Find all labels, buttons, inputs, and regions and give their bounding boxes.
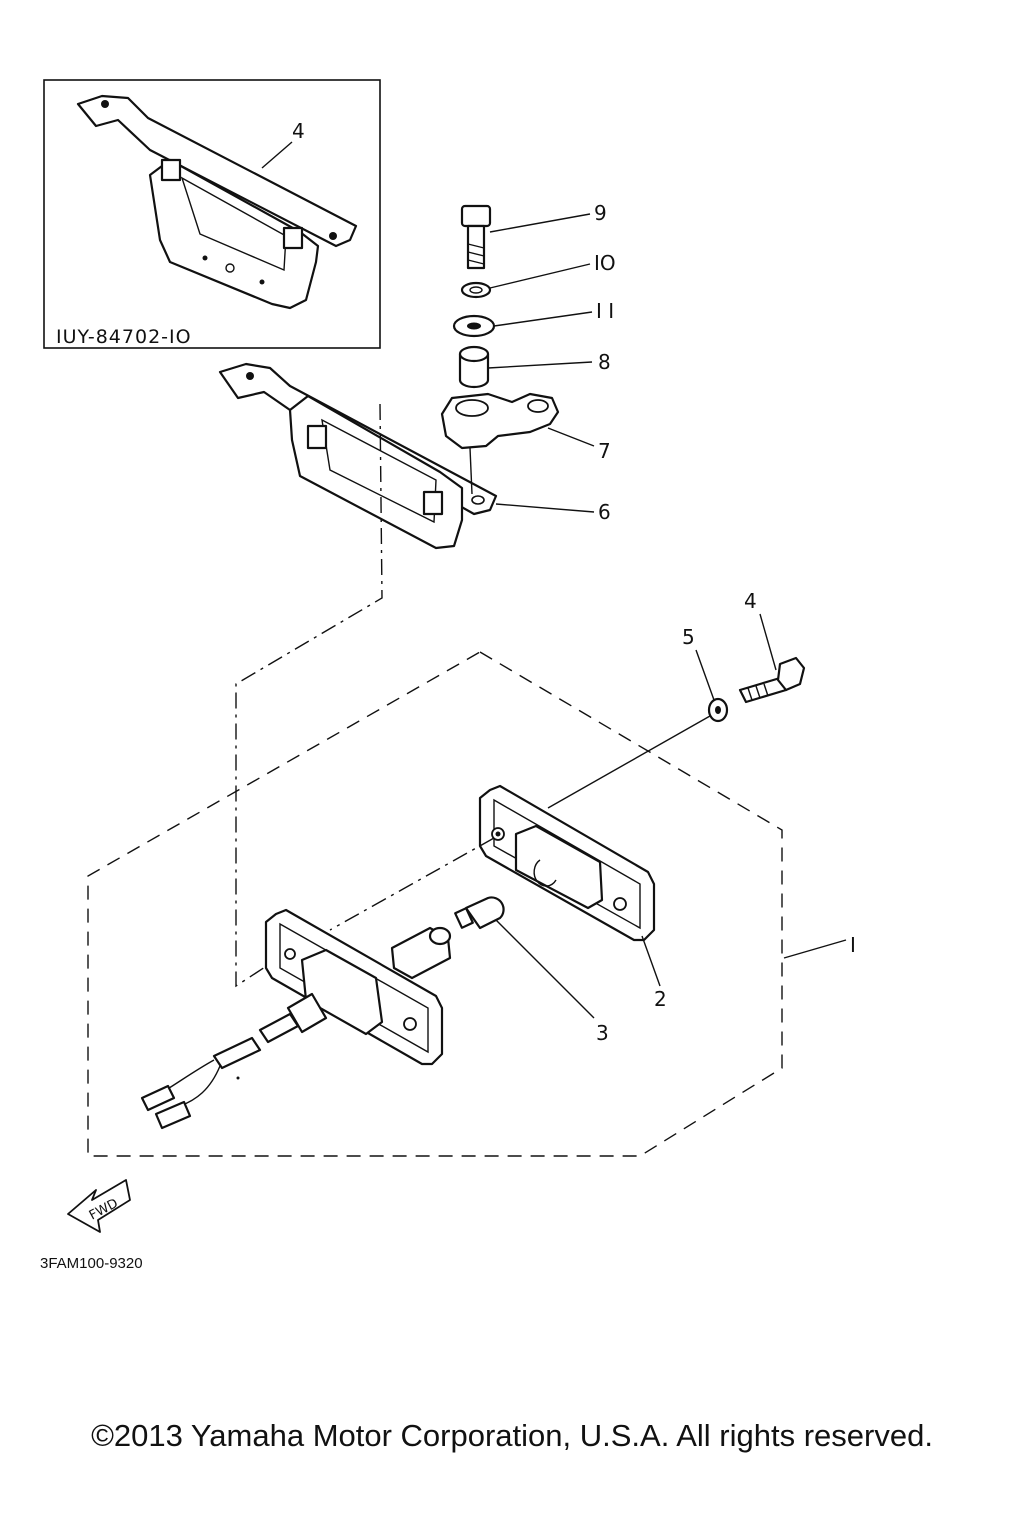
callout-2: 2 xyxy=(654,987,667,1011)
inset-part-number: IUY-84702-IO xyxy=(56,326,192,348)
wire-harness xyxy=(140,992,328,1130)
bulb-part-3 xyxy=(454,896,505,930)
washer-part-5 xyxy=(707,697,729,723)
callout-3: 3 xyxy=(596,1021,609,1045)
inset-panel: 4 IUY-84702-IO xyxy=(43,79,381,349)
callout-11: I I xyxy=(596,299,614,323)
screw-part-4 xyxy=(738,656,806,704)
callout-4: 4 xyxy=(744,589,757,613)
socket xyxy=(390,926,452,980)
lens-part-2 xyxy=(478,784,656,942)
callout-8: 8 xyxy=(598,350,611,374)
callout-1: I xyxy=(850,933,856,957)
callout-inset-4: 4 xyxy=(292,119,305,143)
bolt-part-9 xyxy=(460,204,492,270)
screw-axis-line xyxy=(547,715,711,809)
collar-part-8 xyxy=(458,345,490,389)
callout-9: 9 xyxy=(594,201,607,225)
inset-bracket xyxy=(76,94,358,310)
callout-7: 7 xyxy=(598,439,611,463)
callout-10: IO xyxy=(594,251,616,275)
forward-direction-arrow: FWD xyxy=(67,1179,131,1233)
figure-code: 3FAM100-9320 xyxy=(40,1255,143,1272)
callout-6: 6 xyxy=(598,500,611,524)
copyright-notice: ©2013 Yamaha Motor Corporation, U.S.A. A… xyxy=(91,1418,933,1453)
callout-5: 5 xyxy=(682,625,695,649)
washer-part-11 xyxy=(452,314,496,338)
assembly-line-bracket xyxy=(235,403,383,988)
bracket-part-6 xyxy=(218,362,498,550)
lock-washer-part-10 xyxy=(460,281,492,299)
lens-axis-line xyxy=(329,837,495,931)
lamp-assembly-outline xyxy=(87,651,783,1157)
lamp-housing xyxy=(264,908,444,1066)
stay-part-7 xyxy=(440,392,560,495)
